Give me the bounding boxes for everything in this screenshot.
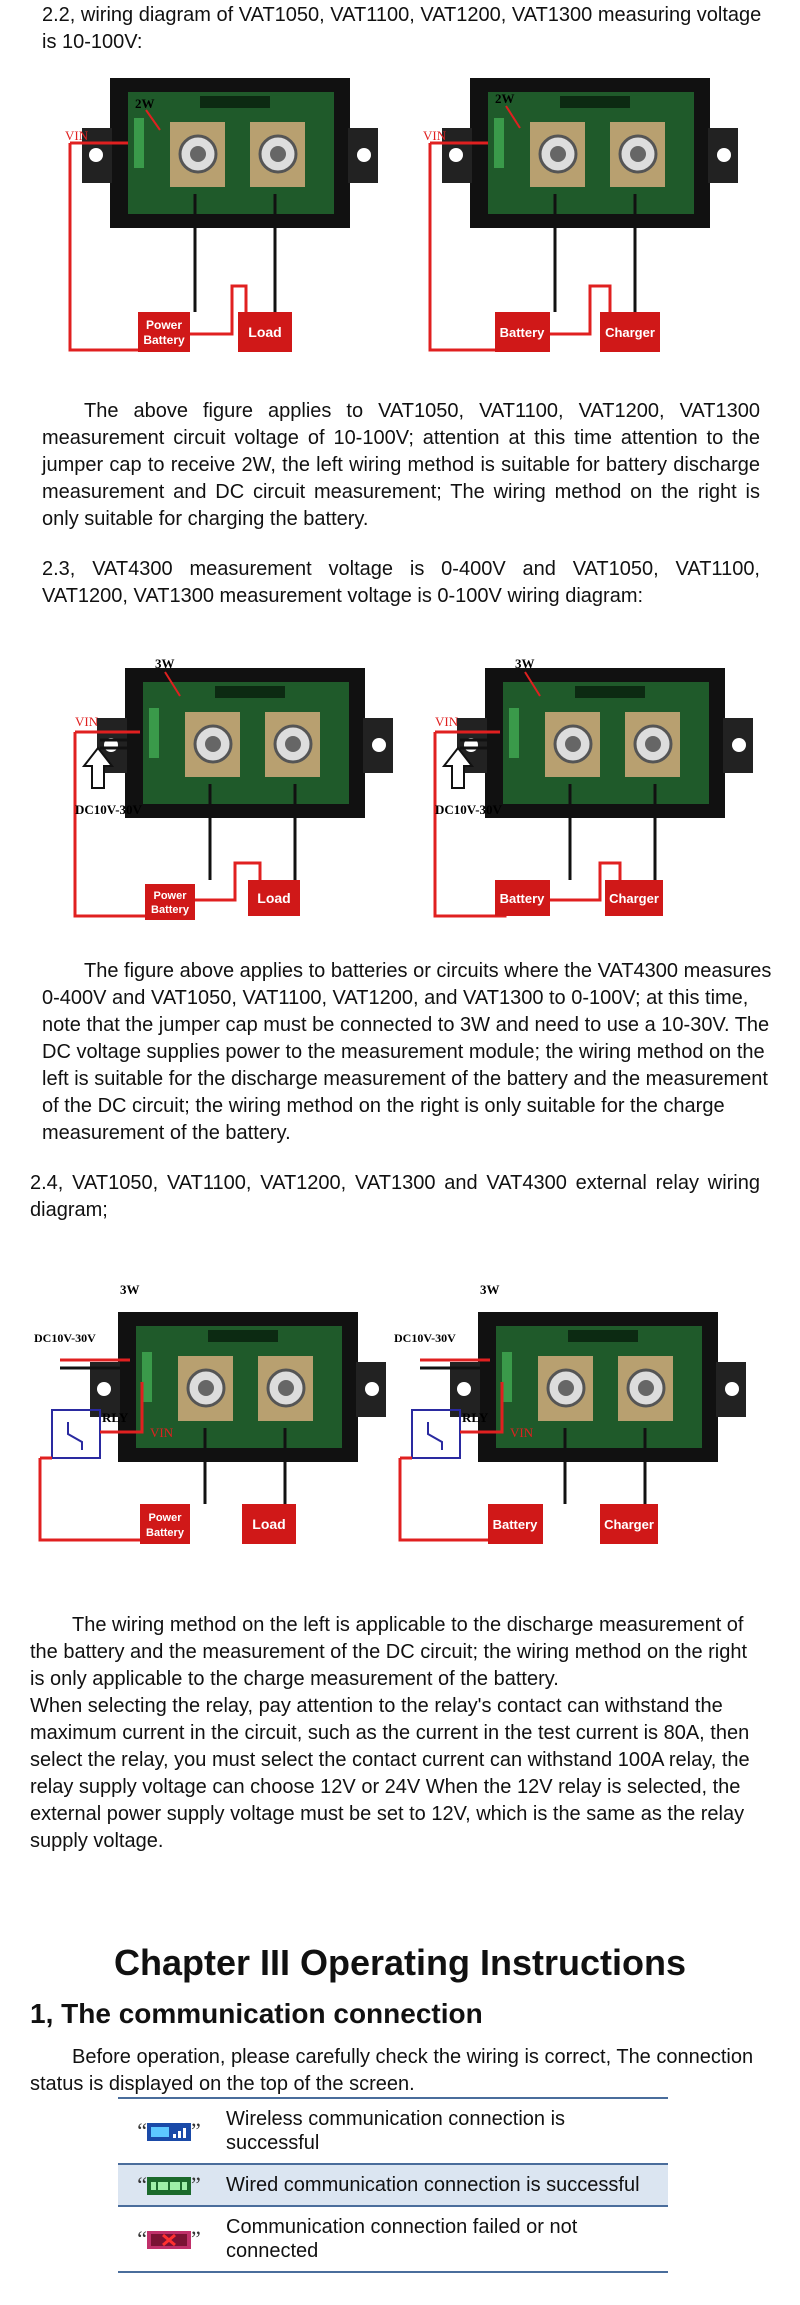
power-label: Power [153, 890, 187, 902]
charger-box [600, 312, 660, 352]
jumper-3w-label: 3W [515, 656, 535, 671]
battery-word-label: Battery [151, 904, 190, 916]
charger-label: Charger [605, 325, 655, 340]
battery-label: Battery [493, 1517, 539, 1532]
status-text-failed: Communication connection failed or not c… [226, 2216, 578, 2262]
wireless-signal-icon [147, 2123, 191, 2142]
relay-label: RLY [102, 1410, 129, 1425]
wiring-diagram-3w: 3W VIN DC10V-30V Power Battery Load 3W V… [73, 656, 755, 920]
battery-word-label: Battery [143, 333, 185, 347]
charger-label: Charger [609, 891, 659, 906]
section-heading-2-4: 2.4, VAT1050, VAT1100, VAT1200, VAT1300 … [30, 1172, 760, 1221]
load-label: Load [252, 1516, 285, 1532]
vin-label: VIN [65, 128, 89, 143]
jumper-2w-label: 2W [495, 91, 515, 106]
connection-status-table: “” Wireless communication connection is … [118, 2097, 668, 2273]
connection-failed-icon [147, 2231, 191, 2250]
load-label: Load [257, 890, 290, 906]
dc-supply-label: DC10V-30V [394, 1331, 456, 1345]
chapter-title: Chapter III Operating Instructions [113, 1942, 687, 1983]
status-text-wired: Wired communication connection is succes… [226, 2174, 640, 2196]
vin-label: VIN [510, 1425, 534, 1440]
battery-word-label: Battery [146, 1527, 185, 1539]
table-row: “” Wireless communication connection is … [118, 2098, 668, 2164]
power-battery-box [138, 312, 190, 352]
jumper-3w-label: 3W [120, 1282, 140, 1297]
vin-label: VIN [150, 1425, 174, 1440]
battery-label: Battery [500, 891, 546, 906]
power-label: Power [148, 1512, 182, 1524]
load-box [238, 312, 292, 352]
table-row: “” Wired communication connection is suc… [118, 2164, 668, 2206]
paragraph-3w-description: The figure above applies to batteries or… [42, 960, 772, 1144]
section-heading-2-3: 2.3, VAT4300 measurement voltage is 0-40… [42, 558, 760, 607]
relay-box [51, 1409, 101, 1459]
jumper-3w-label: 3W [155, 656, 175, 671]
paragraph-relay-description: The wiring method on the left is applica… [30, 1614, 748, 1690]
table-row: “” Communication connection failed or no… [118, 2206, 668, 2272]
section-title-communication: 1, The communication connection [30, 1998, 483, 2029]
vin-label: VIN [435, 714, 459, 729]
wiring-diagram-relay: 3W DC10V-30V RLY VIN Power Battery Load … [34, 1282, 748, 1544]
paragraph-communication-intro: Before operation, please carefully check… [30, 2046, 754, 2095]
paragraph-relay-selection: When selecting the relay, pay attention … [30, 1695, 750, 1852]
relay-label: RLY [462, 1410, 489, 1425]
jumper-2w-label: 2W [135, 96, 155, 111]
wiring-diagram-2w: Power Battery Load 2W VIN Battery Charge… [65, 78, 740, 352]
wired-connection-icon [147, 2177, 191, 2196]
section-heading-2-2: 2.2, wiring diagram of VAT1050, VAT1100,… [42, 4, 762, 53]
charger-label: Charger [604, 1517, 654, 1532]
vin-label: VIN [423, 128, 447, 143]
dc-supply-label: DC10V-30V [435, 802, 503, 817]
battery-box [495, 312, 550, 352]
dc-supply-label: DC10V-30V [75, 802, 143, 817]
dc-supply-label: DC10V-30V [34, 1331, 96, 1345]
vin-label: VIN [75, 714, 99, 729]
load-label: Load [248, 324, 281, 340]
paragraph-2w-description: The above figure applies to VAT1050, VAT… [42, 400, 760, 530]
status-text-wireless: Wireless communication connection is suc… [226, 2108, 566, 2154]
battery-label: Battery [500, 325, 546, 340]
power-label: Power [146, 318, 182, 332]
jumper-3w-label: 3W [480, 1282, 500, 1297]
